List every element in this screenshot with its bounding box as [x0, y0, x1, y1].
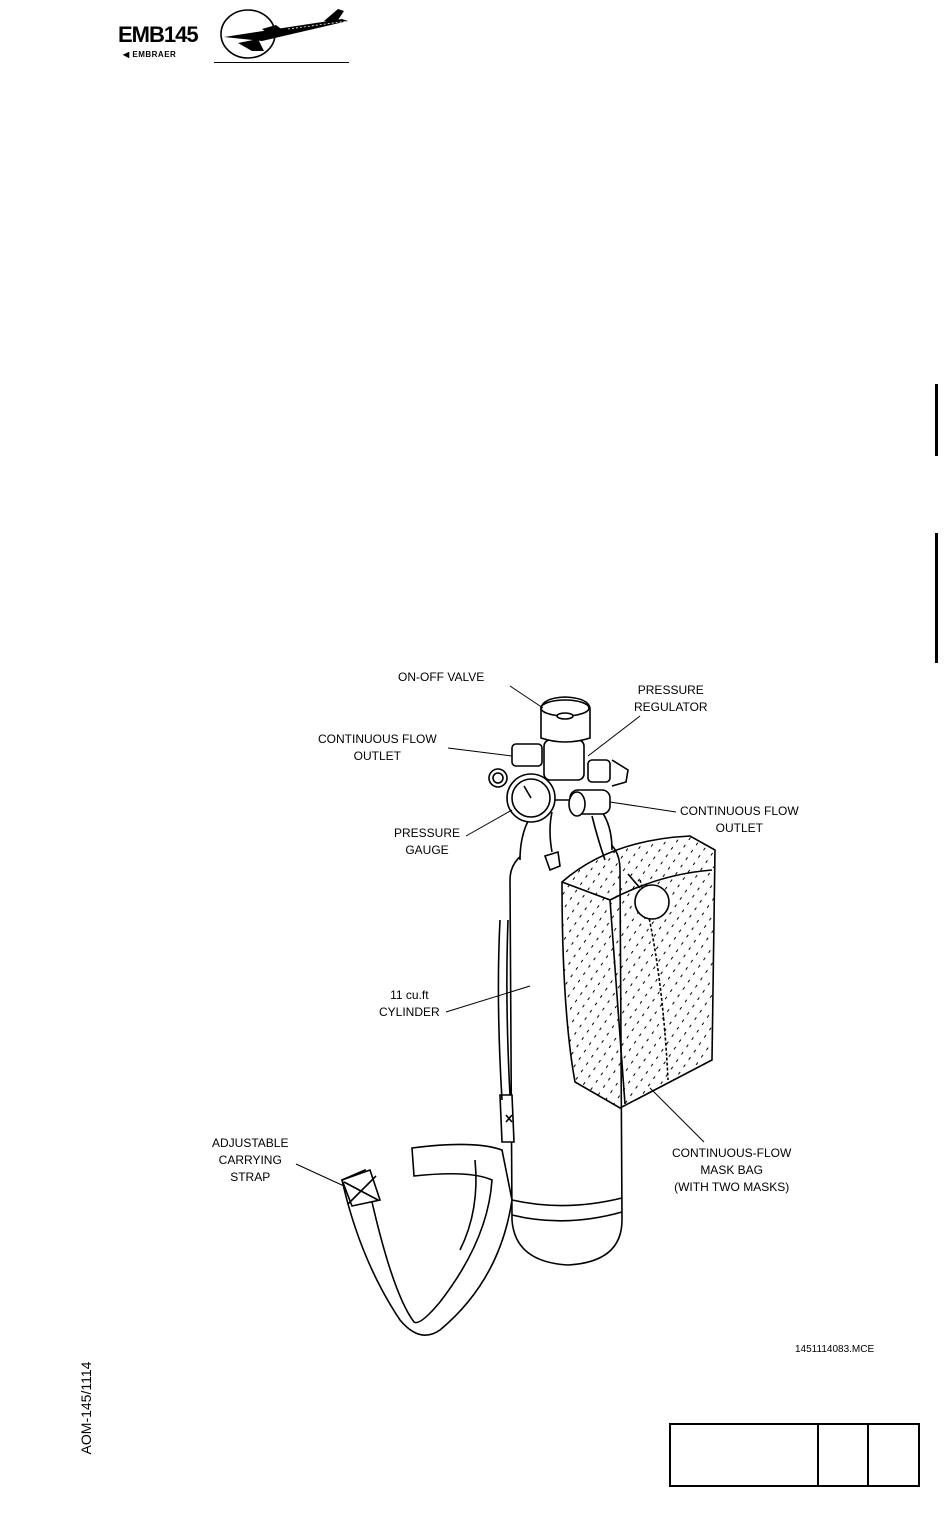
label-cont-flow-outlet-right: CONTINUOUS FLOW OUTLET — [680, 803, 799, 837]
leader-pressure-gauge — [466, 810, 512, 836]
label-pressure-gauge-line1: PRESSURE — [394, 825, 460, 842]
label-mask-bag-line3: (WITH TWO MASKS) — [672, 1179, 791, 1196]
label-cont-flow-outlet-left: CONTINUOUS FLOW OUTLET — [318, 731, 437, 765]
label-mask-bag-line2: MASK BAG — [672, 1162, 791, 1179]
label-pressure-gauge-line2: GAUGE — [394, 842, 460, 859]
label-pressure-regulator-line2: REGULATOR — [634, 699, 708, 716]
label-cylinder: 11 cu.ft CYLINDER — [379, 987, 440, 1021]
leader-on-off-valve — [510, 686, 543, 708]
label-cont-flow-outlet-left-line1: CONTINUOUS FLOW — [318, 731, 437, 748]
left-outlet — [512, 744, 542, 766]
document-side-id: AOM-145/1114 — [78, 1338, 94, 1478]
label-on-off-valve: ON-OFF VALVE — [398, 669, 484, 686]
label-mask-bag-line1: CONTINUOUS-FLOW — [672, 1145, 791, 1162]
leader-cont-flow-left — [448, 748, 512, 756]
label-cont-flow-outlet-left-line2: OUTLET — [318, 748, 437, 765]
label-carrying-strap-line3: STRAP — [212, 1169, 288, 1186]
leader-mask-bag — [650, 1088, 704, 1142]
figure-id: 1451114083.MCE — [795, 1344, 874, 1355]
label-on-off-valve-text: ON-OFF VALVE — [398, 670, 484, 684]
label-pressure-regulator: PRESSURE REGULATOR — [634, 682, 708, 716]
leader-pressure-regulator — [588, 716, 640, 756]
label-carrying-strap: ADJUSTABLE CARRYING STRAP — [212, 1135, 288, 1186]
footer-divider — [867, 1425, 869, 1485]
label-cylinder-line1: 11 cu.ft — [379, 987, 440, 1004]
leader-cont-flow-right — [610, 802, 676, 812]
label-cylinder-line2: CYLINDER — [379, 1004, 440, 1021]
label-carrying-strap-line1: ADJUSTABLE — [212, 1135, 288, 1152]
footer-revision-box — [669, 1423, 920, 1487]
leader-strap — [296, 1164, 344, 1186]
label-cont-flow-outlet-right-line1: CONTINUOUS FLOW — [680, 803, 799, 820]
label-carrying-strap-line2: CARRYING — [212, 1152, 288, 1169]
label-mask-bag: CONTINUOUS-FLOW MASK BAG (WITH TWO MASKS… — [672, 1145, 791, 1196]
label-pressure-regulator-line1: PRESSURE — [634, 682, 708, 699]
valve-body — [544, 740, 584, 780]
mask-bag — [562, 836, 715, 1108]
footer-divider — [817, 1425, 819, 1485]
label-pressure-gauge: PRESSURE GAUGE — [394, 825, 460, 859]
label-cont-flow-outlet-right-line2: OUTLET — [680, 820, 799, 837]
